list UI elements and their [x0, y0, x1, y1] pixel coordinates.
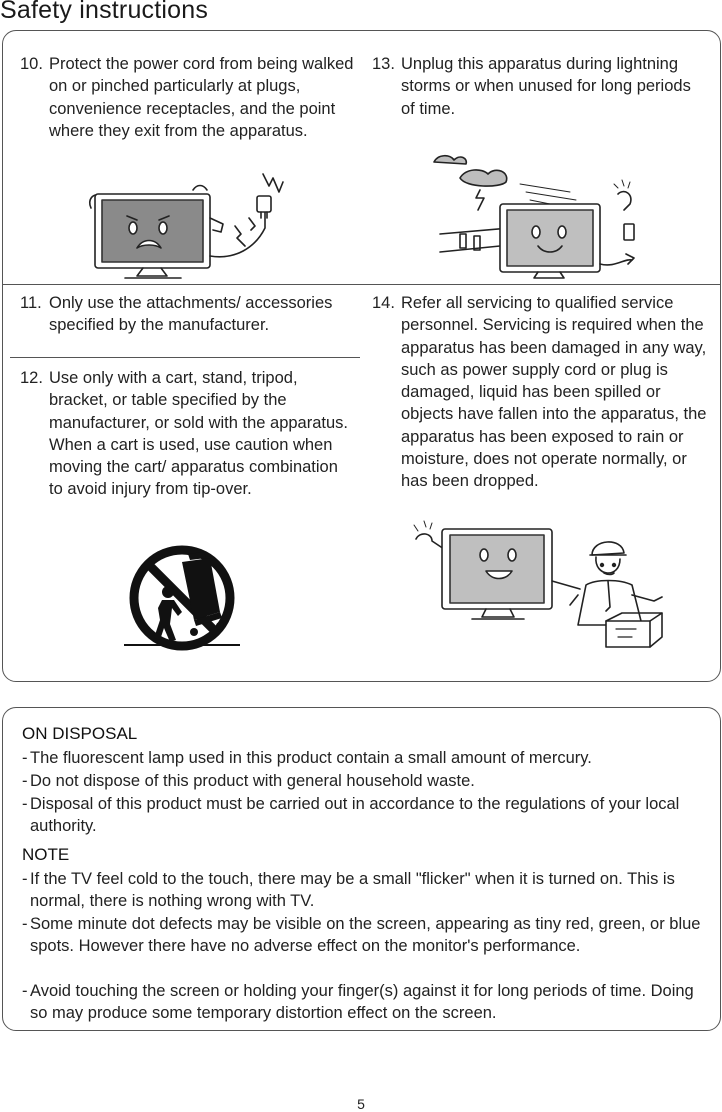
disposal-item-text: Disposal of this product must be carried… [30, 795, 680, 836]
disposal-note-panel [2, 707, 721, 1031]
safety-instructions-panel [2, 30, 721, 682]
tv-service-technician-icon [413, 520, 663, 648]
instruction-number: 12. [20, 369, 43, 387]
page-number: 5 [357, 1096, 365, 1112]
section-divider [10, 357, 360, 358]
page-title: Safety instructions [0, 0, 209, 24]
instruction-text: Use only with a cart, stand, tripod, bra… [49, 369, 348, 499]
instruction-text: Only use the attachments/ accessories sp… [49, 294, 333, 335]
disposal-item: -Do not dispose of this product with gen… [22, 770, 712, 792]
disposal-item-text: Do not dispose of this product with gene… [30, 772, 475, 790]
note-item-text: Some minute dot defects may be visible o… [30, 915, 701, 956]
instruction-13: 13. Unplug this apparatus during lightni… [372, 53, 707, 120]
disposal-item: -The fluorescent lamp used in this produ… [22, 747, 712, 769]
instruction-10: 10. Protect the power cord from being wa… [20, 53, 355, 142]
instruction-12: 12. Use only with a cart, stand, tripod,… [20, 367, 355, 501]
note-item-text: If the TV feel cold to the touch, there … [30, 870, 675, 911]
instruction-text: Unplug this apparatus during lightning s… [401, 55, 691, 118]
disposal-item-text: The fluorescent lamp used in this produc… [30, 749, 592, 767]
note-item-text: Avoid touching the screen or holding you… [30, 982, 694, 1023]
note-item: -If the TV feel cold to the touch, there… [22, 868, 712, 913]
instruction-text: Refer all servicing to qualified service… [401, 294, 707, 491]
section-divider [3, 284, 720, 285]
note-heading: NOTE [22, 845, 70, 864]
disposal-heading: ON DISPOSAL [22, 724, 138, 743]
instruction-14: 14. Refer all servicing to qualified ser… [372, 292, 712, 493]
instruction-11: 11. Only use the attachments/ accessorie… [20, 292, 355, 337]
instruction-text: Protect the power cord from being walked… [49, 55, 354, 140]
tv-lightning-unplug-icon [433, 154, 635, 279]
instruction-number: 10. [20, 55, 43, 73]
note-item: -Avoid touching the screen or holding yo… [22, 980, 712, 1025]
instruction-number: 11. [20, 294, 42, 312]
instruction-number: 14. [372, 294, 395, 312]
disposal-item: -Disposal of this product must be carrie… [22, 793, 712, 838]
cart-tip-over-warning-icon [124, 545, 240, 651]
instruction-number: 13. [372, 55, 395, 73]
tv-power-cord-pinched-icon [88, 173, 284, 279]
note-item: -Some minute dot defects may be visible … [22, 913, 712, 958]
